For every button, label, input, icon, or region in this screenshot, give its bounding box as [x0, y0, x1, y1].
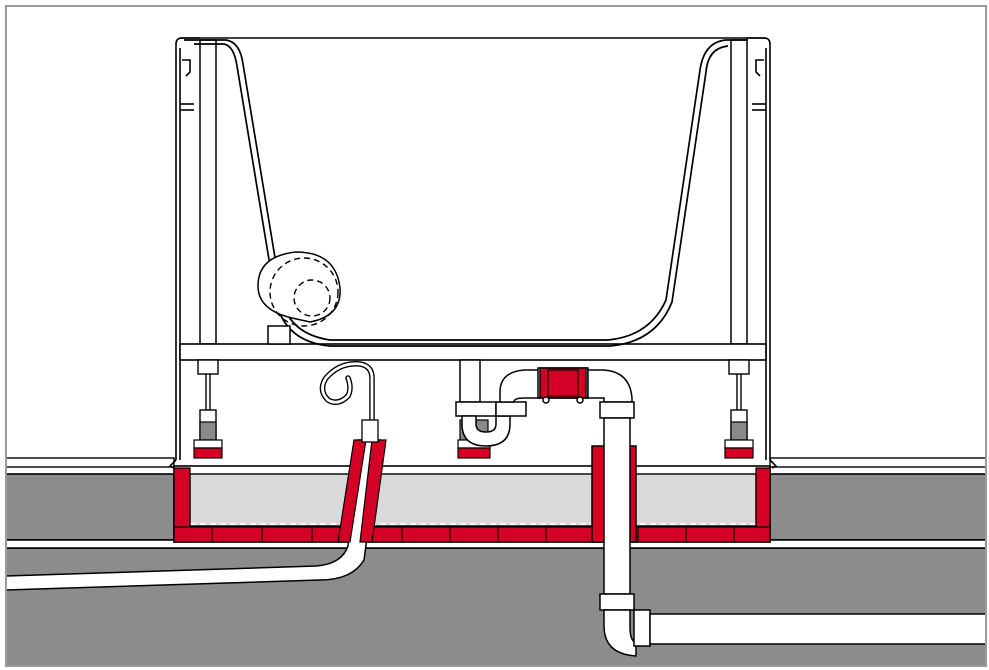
bathtub — [184, 39, 748, 347]
floor-subfloor — [5, 547, 987, 667]
bathtub-frame — [168, 37, 778, 469]
installation-tray-fill — [189, 473, 757, 527]
cable-conduit — [5, 361, 387, 591]
bathtub-inner-shell — [194, 43, 729, 347]
whirlpool-pump-hidden-outline — [269, 257, 339, 327]
sealing-tape-bottom — [173, 526, 771, 543]
siphon-trap — [455, 359, 541, 447]
drain-coupling-red — [539, 367, 587, 399]
adjustable-foot-right — [724, 359, 754, 459]
drain-connector — [537, 367, 633, 404]
frame-post-right — [730, 39, 748, 345]
drain-pipe — [591, 401, 987, 657]
cable-conduit-sleeve-lower — [359, 439, 387, 543]
diagram-border — [5, 5, 987, 667]
bathtub-outer-shell — [184, 39, 748, 341]
floor-screed-upper-right — [769, 473, 987, 541]
sealing-tape-joints — [211, 527, 735, 542]
floor-screed — [5, 473, 987, 667]
adjustable-foot-left — [193, 359, 223, 459]
frame-post-left — [199, 39, 217, 345]
floor-screed-upper-left — [5, 473, 175, 541]
